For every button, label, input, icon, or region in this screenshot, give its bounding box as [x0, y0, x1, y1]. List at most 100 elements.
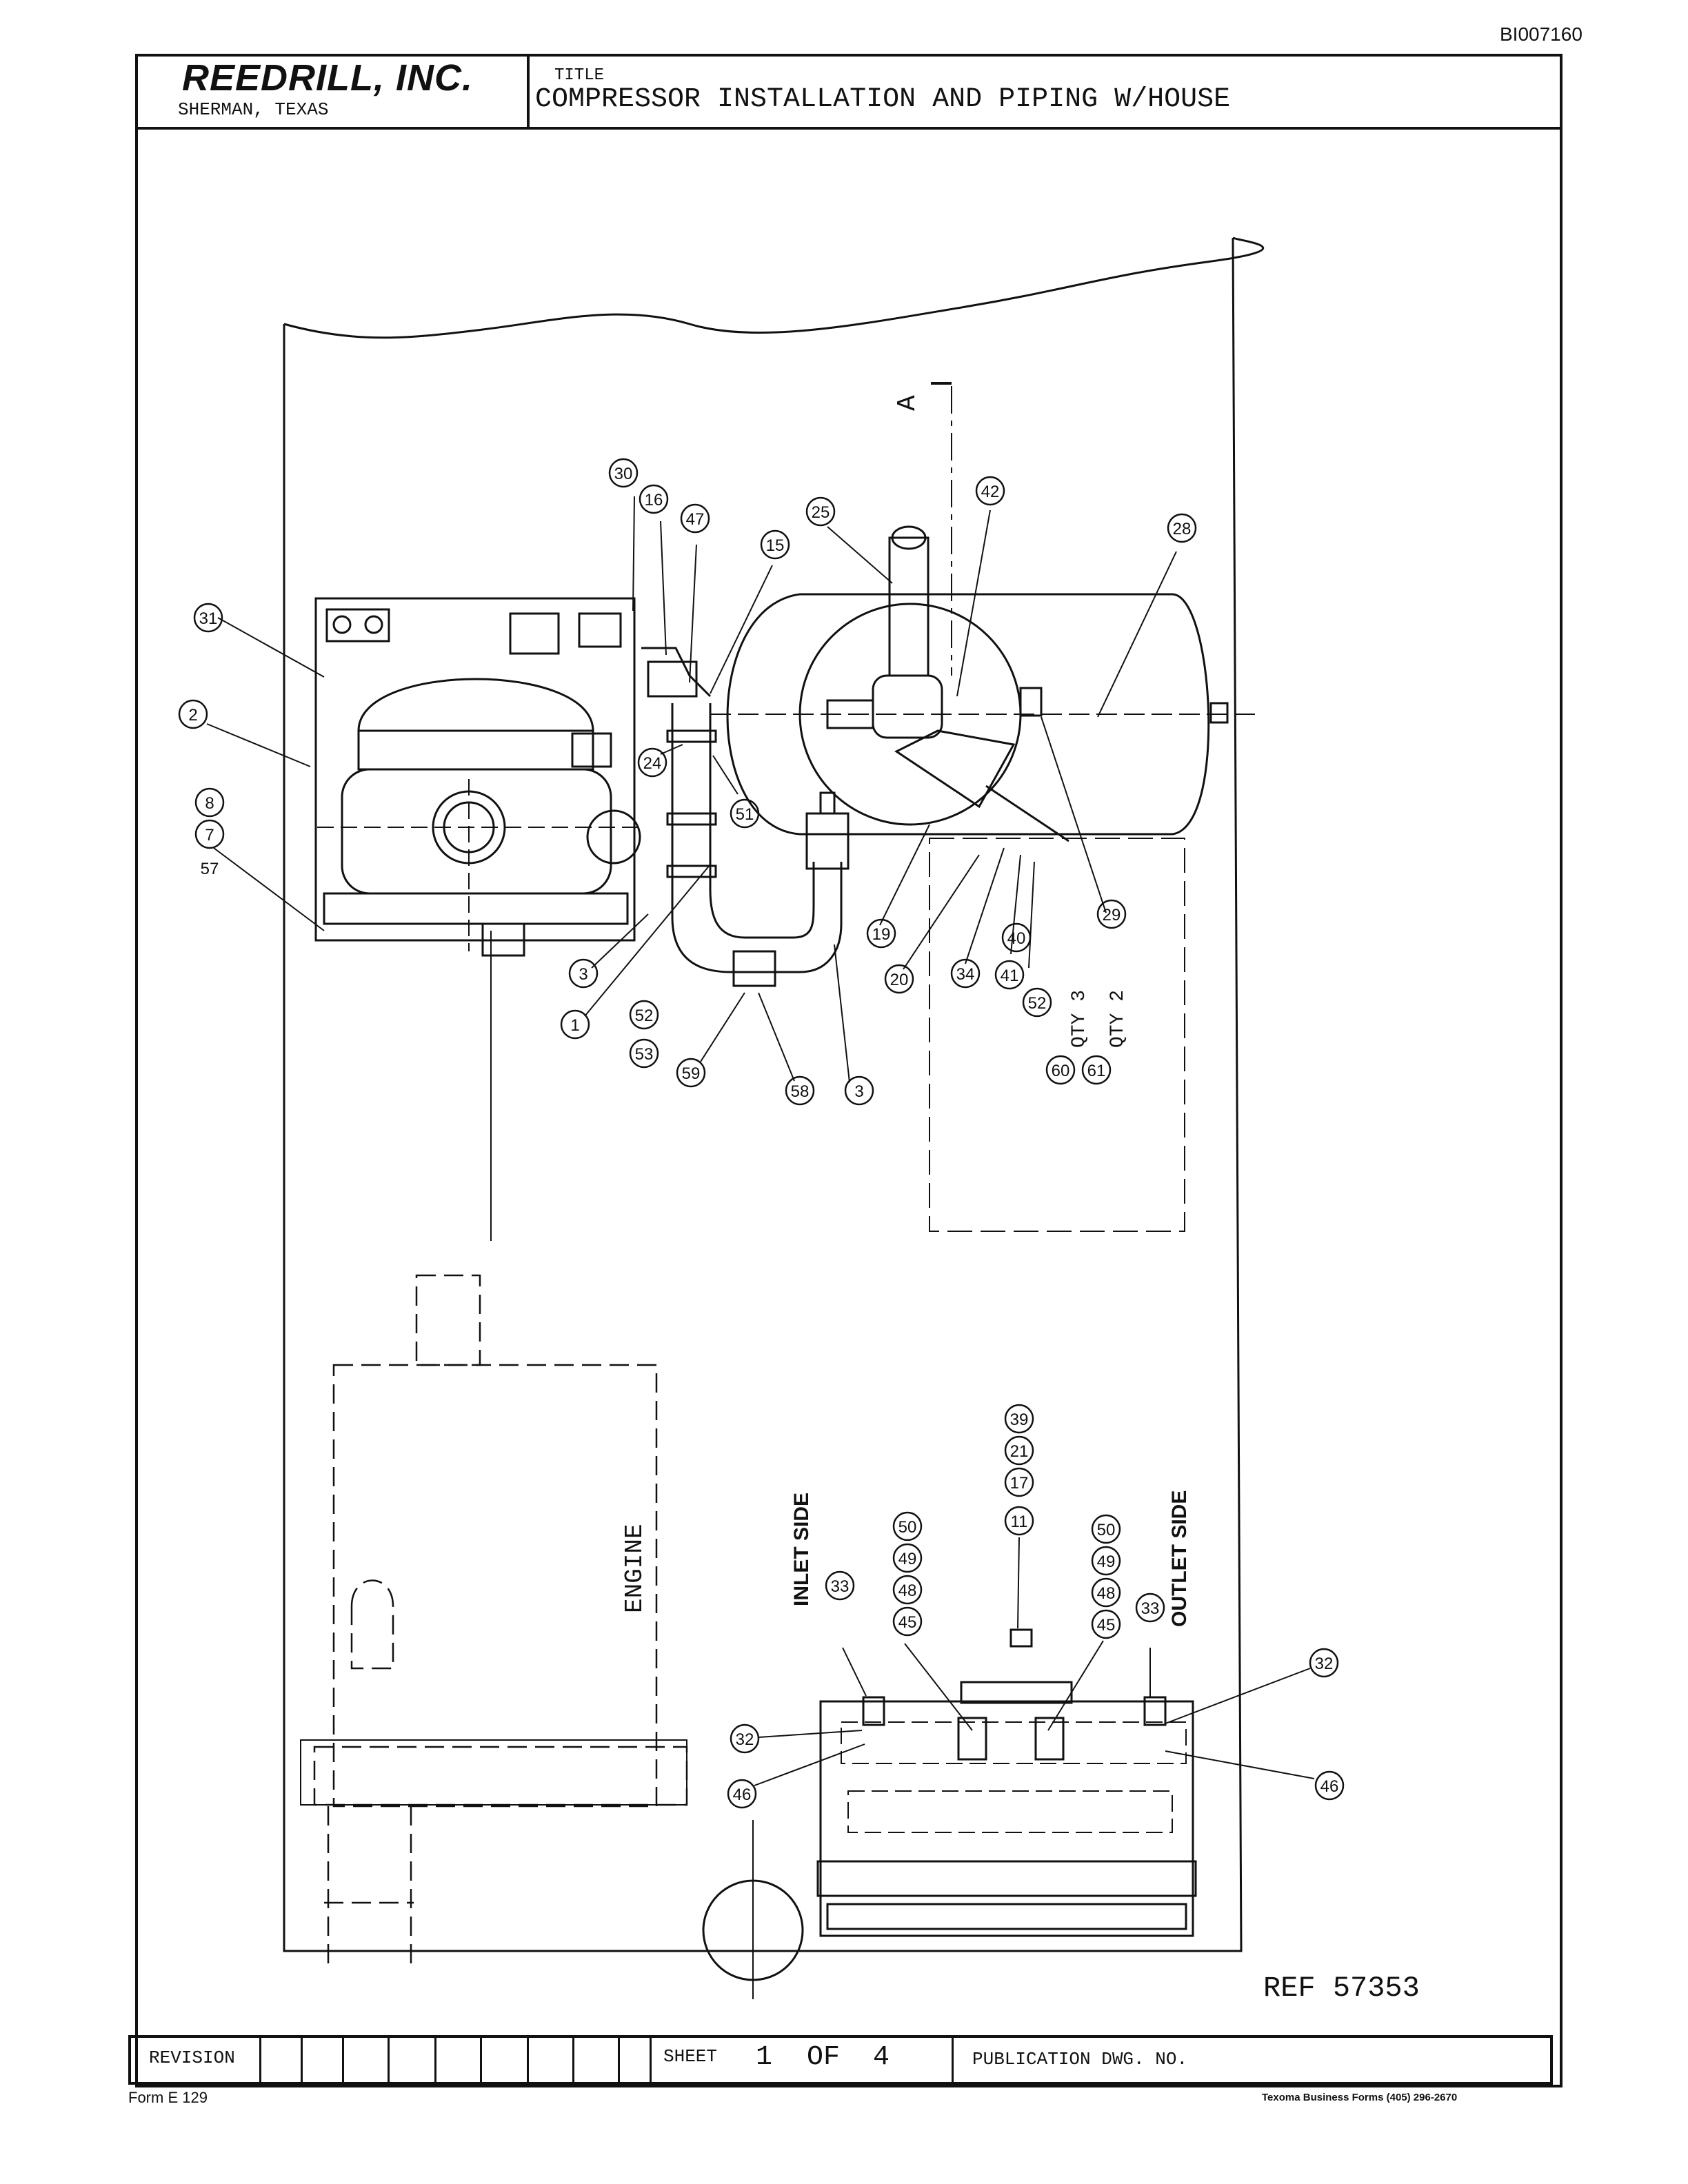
balloon-52: 52 — [629, 1000, 659, 1030]
svg-text:41: 41 — [1001, 967, 1019, 985]
balloon-32a: 32 — [730, 1723, 760, 1754]
svg-text:46: 46 — [733, 1786, 752, 1804]
balloon-58: 58 — [785, 1075, 815, 1106]
svg-text:53: 53 — [635, 1045, 654, 1064]
svg-text:32: 32 — [1315, 1655, 1334, 1673]
balloon-25: 25 — [805, 496, 836, 527]
svg-text:49: 49 — [898, 1550, 917, 1568]
sheet-label: SHEET — [663, 2046, 718, 2067]
svg-text:33: 33 — [831, 1577, 850, 1596]
title-label: TITLE — [554, 66, 605, 85]
revision-cell — [259, 2038, 261, 2082]
svg-text:30: 30 — [614, 465, 633, 483]
sheet-number: 1 — [756, 2042, 773, 2073]
receiver-tank — [710, 525, 1262, 842]
leader-lines — [206, 496, 1315, 1786]
revision-cell — [342, 2038, 344, 2082]
discharge-piping — [641, 647, 850, 987]
balloon-1: 1 — [560, 1009, 590, 1040]
drawing-title: COMPRESSOR INSTALLATION AND PIPING W/HOU… — [535, 84, 1231, 115]
balloon-33b: 33 — [1135, 1593, 1165, 1623]
balloon-46a: 46 — [727, 1779, 757, 1809]
balloon-17: 17 — [1004, 1467, 1034, 1497]
svg-text:48: 48 — [898, 1581, 917, 1600]
part-balloons: 30 16 47 15 25 42 28 31 2 8 7 57 24 51 3… — [178, 458, 1345, 1809]
revision-cell — [480, 2038, 482, 2082]
svg-text:34: 34 — [956, 965, 975, 984]
svg-text:48: 48 — [1097, 1584, 1116, 1603]
balloon-50a: 50 — [892, 1511, 923, 1541]
svg-text:60: 60 — [1052, 1062, 1070, 1080]
svg-text:45: 45 — [1097, 1616, 1116, 1635]
balloon-42: 42 — [975, 476, 1005, 506]
svg-text:8: 8 — [205, 794, 214, 813]
balloon-49a: 49 — [892, 1543, 923, 1573]
balloon-2: 2 — [178, 699, 208, 729]
balloon-20: 20 — [884, 964, 914, 994]
form-number: Form E 129 — [128, 2089, 208, 2106]
revision-cell — [301, 2038, 303, 2082]
revision-cell — [650, 2038, 652, 2082]
drawing-frame — [135, 54, 1563, 2087]
inlet-side-label: INLET SIDE — [790, 1493, 813, 1606]
compressor-unit — [314, 597, 641, 957]
revision-cell — [572, 2038, 574, 2082]
document-id: BI007160 — [1500, 23, 1582, 45]
svg-text:40: 40 — [1007, 929, 1026, 948]
company-name: REEDRILL, INC. — [182, 57, 474, 99]
balloon-46b: 46 — [1314, 1770, 1345, 1801]
svg-text:20: 20 — [890, 971, 909, 989]
svg-text:50: 50 — [1097, 1521, 1116, 1539]
balloon-3a: 3 — [568, 958, 599, 989]
company-cell: REEDRILL, INC. SHERMAN, TEXAS — [135, 54, 530, 127]
engine-outline — [300, 1274, 688, 1972]
svg-text:17: 17 — [1010, 1474, 1029, 1493]
svg-text:39: 39 — [1010, 1410, 1029, 1429]
svg-text:51: 51 — [736, 805, 754, 824]
svg-text:29: 29 — [1103, 906, 1121, 924]
svg-text:28: 28 — [1173, 520, 1192, 538]
sheet-of-label: OF — [807, 2042, 841, 2073]
svg-text:31: 31 — [199, 609, 218, 628]
balloon-50b: 50 — [1091, 1514, 1121, 1544]
svg-text:61: 61 — [1087, 1062, 1106, 1080]
svg-text:52: 52 — [635, 1007, 654, 1025]
svg-text:25: 25 — [812, 503, 830, 522]
balloon-15: 15 — [760, 529, 790, 560]
svg-text:21: 21 — [1010, 1442, 1029, 1461]
section-line — [931, 382, 952, 676]
house-outline — [283, 236, 1265, 1952]
svg-text:7: 7 — [205, 826, 214, 845]
svg-text:1: 1 — [570, 1016, 579, 1035]
balloon-41: 41 — [994, 960, 1025, 990]
balloon-51: 51 — [730, 798, 760, 829]
svg-text:33: 33 — [1141, 1599, 1160, 1618]
svg-text:3: 3 — [854, 1082, 863, 1101]
svg-text:59: 59 — [682, 1064, 701, 1083]
balloon-24: 24 — [637, 747, 667, 778]
balloon-8: 8 — [194, 787, 225, 818]
svg-text:46: 46 — [1320, 1777, 1339, 1796]
balloon-48b: 48 — [1091, 1577, 1121, 1608]
svg-text:58: 58 — [791, 1082, 810, 1101]
balloon-60: 60 — [1045, 1055, 1076, 1085]
footer-block: REVISION SHEET 1 OF 4 PUBLICATION DWG. N… — [128, 2035, 1553, 2085]
balloon-31: 31 — [193, 603, 223, 633]
balloon-7: 7 — [194, 819, 225, 849]
svg-text:52: 52 — [1028, 994, 1047, 1013]
balloon-29: 29 — [1096, 899, 1127, 929]
svg-text:11: 11 — [1011, 1513, 1028, 1531]
compressor-end-view — [702, 1628, 1197, 1999]
revision-label: REVISION — [149, 2048, 235, 2068]
balloon-32b: 32 — [1309, 1648, 1339, 1678]
printer-credit: Texoma Business Forms (405) 296-2670 — [1262, 2092, 1458, 2103]
balloon-3b: 3 — [844, 1075, 874, 1106]
publication-label: PUBLICATION DWG. NO. — [972, 2049, 1188, 2070]
balloon-39: 39 — [1004, 1404, 1034, 1434]
title-block: REEDRILL, INC. SHERMAN, TEXAS TITLE COMP… — [135, 54, 1563, 130]
svg-text:45: 45 — [898, 1613, 917, 1632]
engine-label: ENGINE — [621, 1524, 649, 1613]
balloon-48a: 48 — [892, 1575, 923, 1605]
svg-text:2: 2 — [188, 706, 197, 725]
balloon-30: 30 — [608, 458, 639, 488]
